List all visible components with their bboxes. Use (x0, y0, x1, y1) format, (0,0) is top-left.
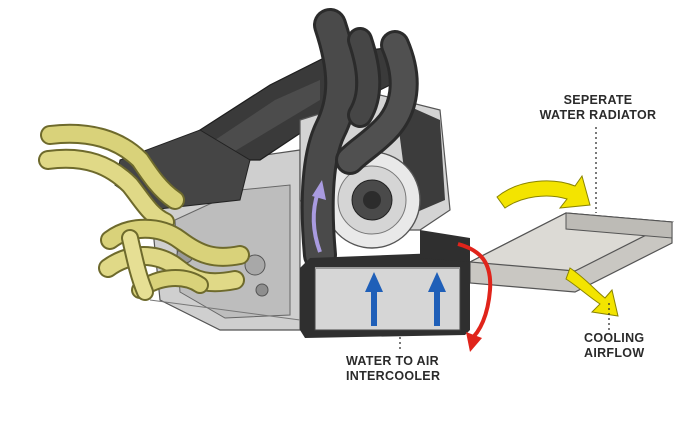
label-intercooler-line2: INTERCOOLER (346, 369, 441, 383)
intake-air-arrow (311, 180, 326, 253)
airflow-arrow-icon (565, 267, 619, 317)
label-water-to-air-intercooler: WATER TO AIR INTERCOOLER (346, 354, 486, 384)
water-radiator (467, 212, 675, 293)
label-airflow-line1: COOLING (584, 331, 645, 345)
exhaust-pipes (38, 123, 250, 301)
hot-water-arrow-icon (457, 242, 493, 352)
cool-air-arrow-icon (365, 272, 383, 326)
label-separate-water-radiator: SEPERATE WATER RADIATOR (523, 93, 673, 123)
label-cooling-airflow: COOLING AIRFLOW (584, 331, 674, 361)
intake-hoses (300, 8, 419, 272)
label-radiator-line2: WATER RADIATOR (539, 108, 657, 122)
label-intercooler-line1: WATER TO AIR (346, 354, 439, 368)
airflow-arrow-icon (496, 174, 591, 209)
label-airflow-line2: AIRFLOW (584, 346, 645, 360)
label-radiator-line1: SEPERATE (563, 93, 633, 107)
cool-air-arrow-icon (428, 272, 446, 326)
